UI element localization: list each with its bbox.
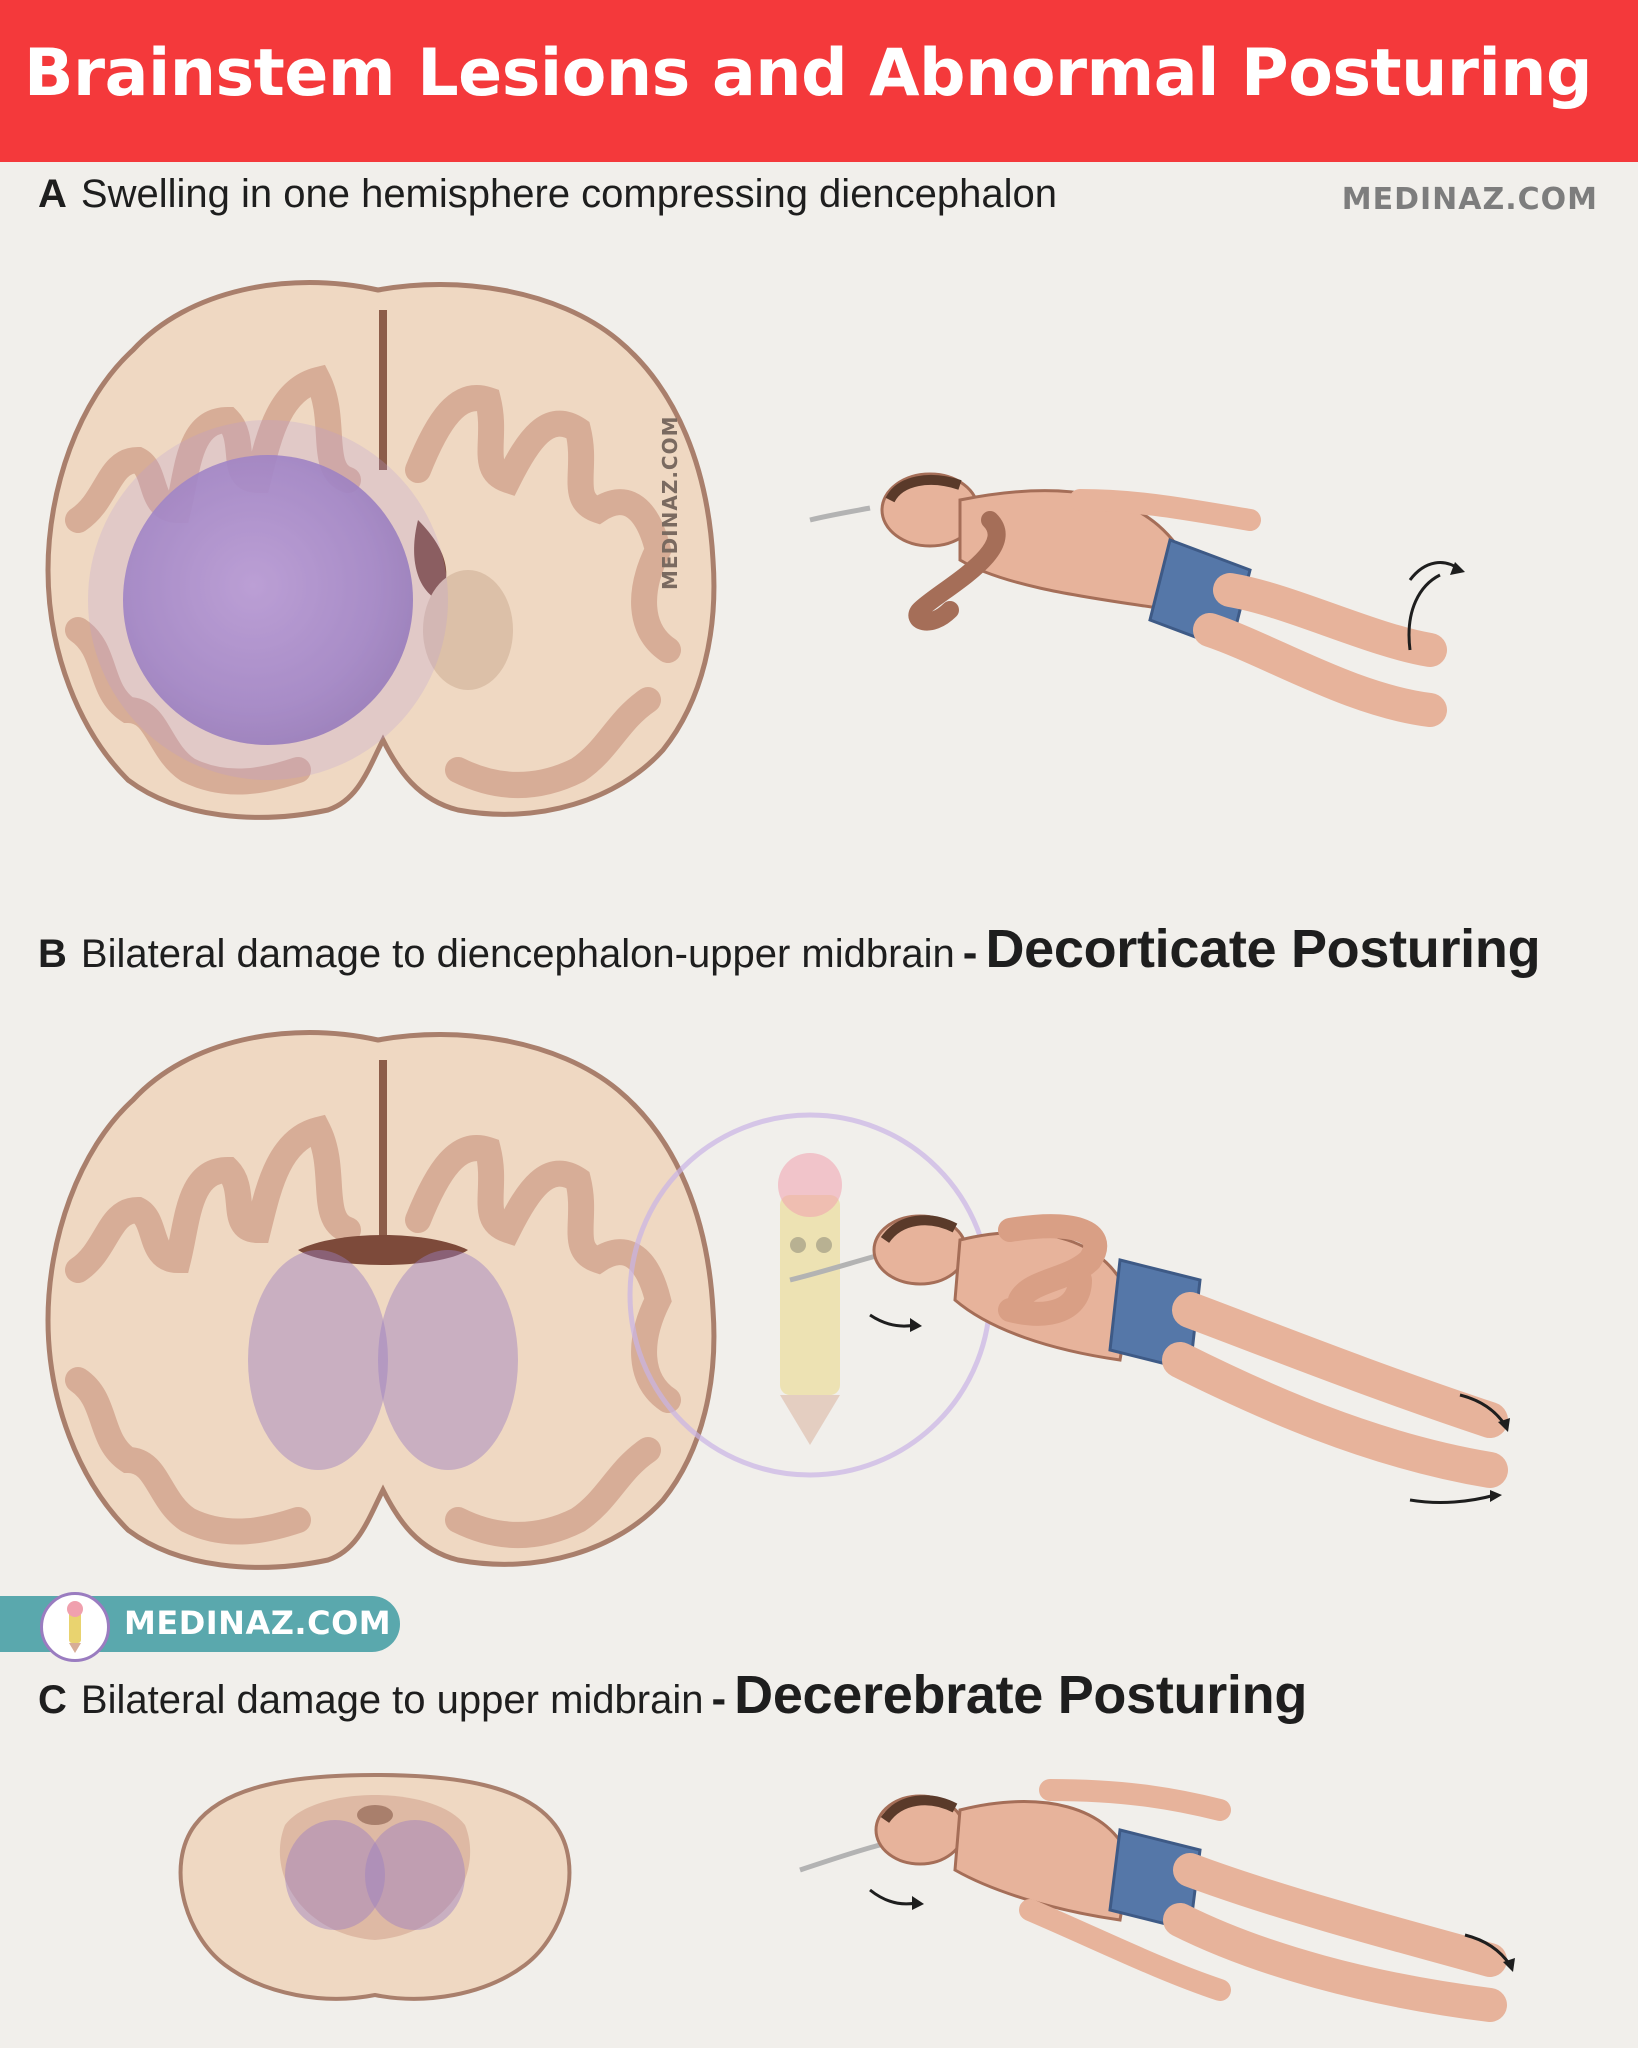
- supine-patient-icon: [799, 1779, 1515, 2022]
- section-description: Bilateral damage to diencephalon-upper m…: [80, 932, 955, 976]
- brain-coronal-section-icon: [45, 280, 717, 820]
- brain-coronal-section-icon: [45, 1030, 717, 1570]
- posture-label: Decerebrate Posturing: [734, 1665, 1308, 1725]
- site-watermark: MEDINAZ.COM: [1341, 182, 1598, 217]
- site-badge: MEDINAZ.COM: [0, 1592, 400, 1662]
- section-letter: A: [38, 172, 67, 216]
- pencil-mascot-logo-icon: [627, 1112, 993, 1478]
- title-banner: Brainstem Lesions and Abnormal Posturing: [0, 0, 1638, 162]
- badge-text: MEDINAZ.COM: [124, 1604, 392, 1642]
- section-description: Bilateral damage to upper midbrain: [80, 1678, 704, 1722]
- section-description: Swelling in one hemisphere compressing d…: [80, 172, 1058, 216]
- section-a-heading: A Swelling in one hemisphere compressing …: [38, 172, 1057, 217]
- pencil-mascot-logo-icon: [40, 1592, 110, 1662]
- brainstem-axial-section-icon: [178, 1772, 572, 2001]
- posture-label: Decorticate Posturing: [985, 919, 1541, 979]
- supine-patient-icon: [789, 1214, 1510, 1504]
- section-letter: C: [38, 1678, 67, 1722]
- brain-watermark: MEDINAZ.COM: [658, 415, 682, 590]
- supine-patient-icon: [809, 472, 1465, 727]
- section-b-heading: B Bilateral damage to diencephalon-upper …: [38, 919, 1541, 979]
- page-title: Brainstem Lesions and Abnormal Posturing: [24, 36, 1593, 111]
- section-letter: B: [38, 932, 67, 976]
